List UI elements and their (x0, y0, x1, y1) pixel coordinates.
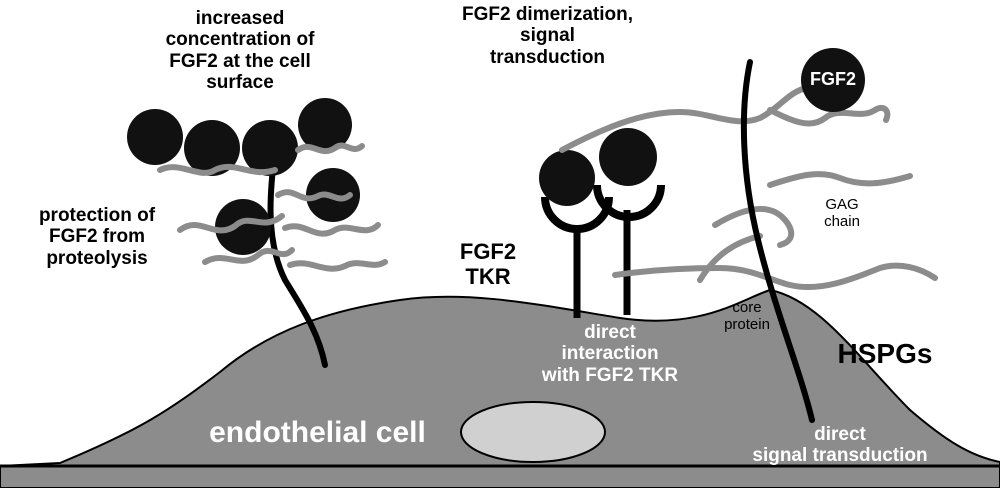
label-line: protein (724, 315, 770, 333)
label-line: direct (584, 322, 636, 343)
label-hspgs: HSPGs (820, 338, 950, 369)
label-line: chain (824, 212, 860, 230)
label-line: core (732, 299, 762, 316)
label-line: signal (520, 25, 575, 47)
endothelial-cell-body (0, 288, 1000, 488)
label-line: GAG (825, 196, 859, 213)
label-line: FGF2 from (48, 226, 146, 248)
label-line: FGF2 dimerization, (461, 4, 634, 25)
label-fgf2-ball: FGF2 (803, 69, 863, 89)
label-line: signal transduction (752, 445, 928, 467)
label-line: direct (814, 424, 866, 445)
label-line: protection of (38, 205, 156, 226)
label-fgf2-tkr: FGF2 TKR (448, 239, 528, 289)
label-line: HSPGs (837, 338, 933, 369)
label-line: FGF2 at the cell (169, 50, 311, 72)
label-direct-interaction: direct interaction with FGF2 TKR (520, 322, 700, 386)
left-core-protein (267, 147, 328, 368)
left-gag-chains (157, 142, 388, 272)
label-line: with FGF2 TKR (541, 364, 679, 386)
nucleus (460, 401, 606, 463)
label-gag-chain: GAG chain (812, 196, 872, 231)
label-line: transduction (489, 46, 606, 68)
label-increased-concentration: increased concentration of FGF2 at the c… (140, 8, 340, 93)
tkr-receptors (541, 184, 665, 318)
label-line: concentration of (165, 29, 315, 51)
left-fgf2-cluster (127, 98, 360, 255)
label-line: increased (195, 8, 285, 29)
label-line: FGF2 (809, 69, 856, 89)
label-core-protein: core protein (712, 299, 782, 334)
right-gag-chains (559, 85, 938, 291)
label-line: endothelial cell (209, 416, 426, 449)
fgf2-ball (801, 48, 865, 112)
right-core-protein (740, 59, 815, 423)
label-protection-of-fgf2: protection of FGF2 from proteolysis (22, 205, 172, 269)
label-line: interaction (561, 343, 659, 365)
label-line: FGF2 (459, 239, 517, 264)
label-endothelial-cell: endothelial cell (195, 416, 440, 450)
label-line: proteolysis (46, 247, 148, 269)
label-direct-signal-transduction: direct signal transduction (740, 424, 940, 467)
label-line: surface (206, 71, 274, 93)
label-line: TKR (465, 263, 511, 289)
fgf2-dimer (539, 128, 657, 206)
label-fgf2-dimerization: FGF2 dimerization, signal transduction (440, 4, 655, 68)
